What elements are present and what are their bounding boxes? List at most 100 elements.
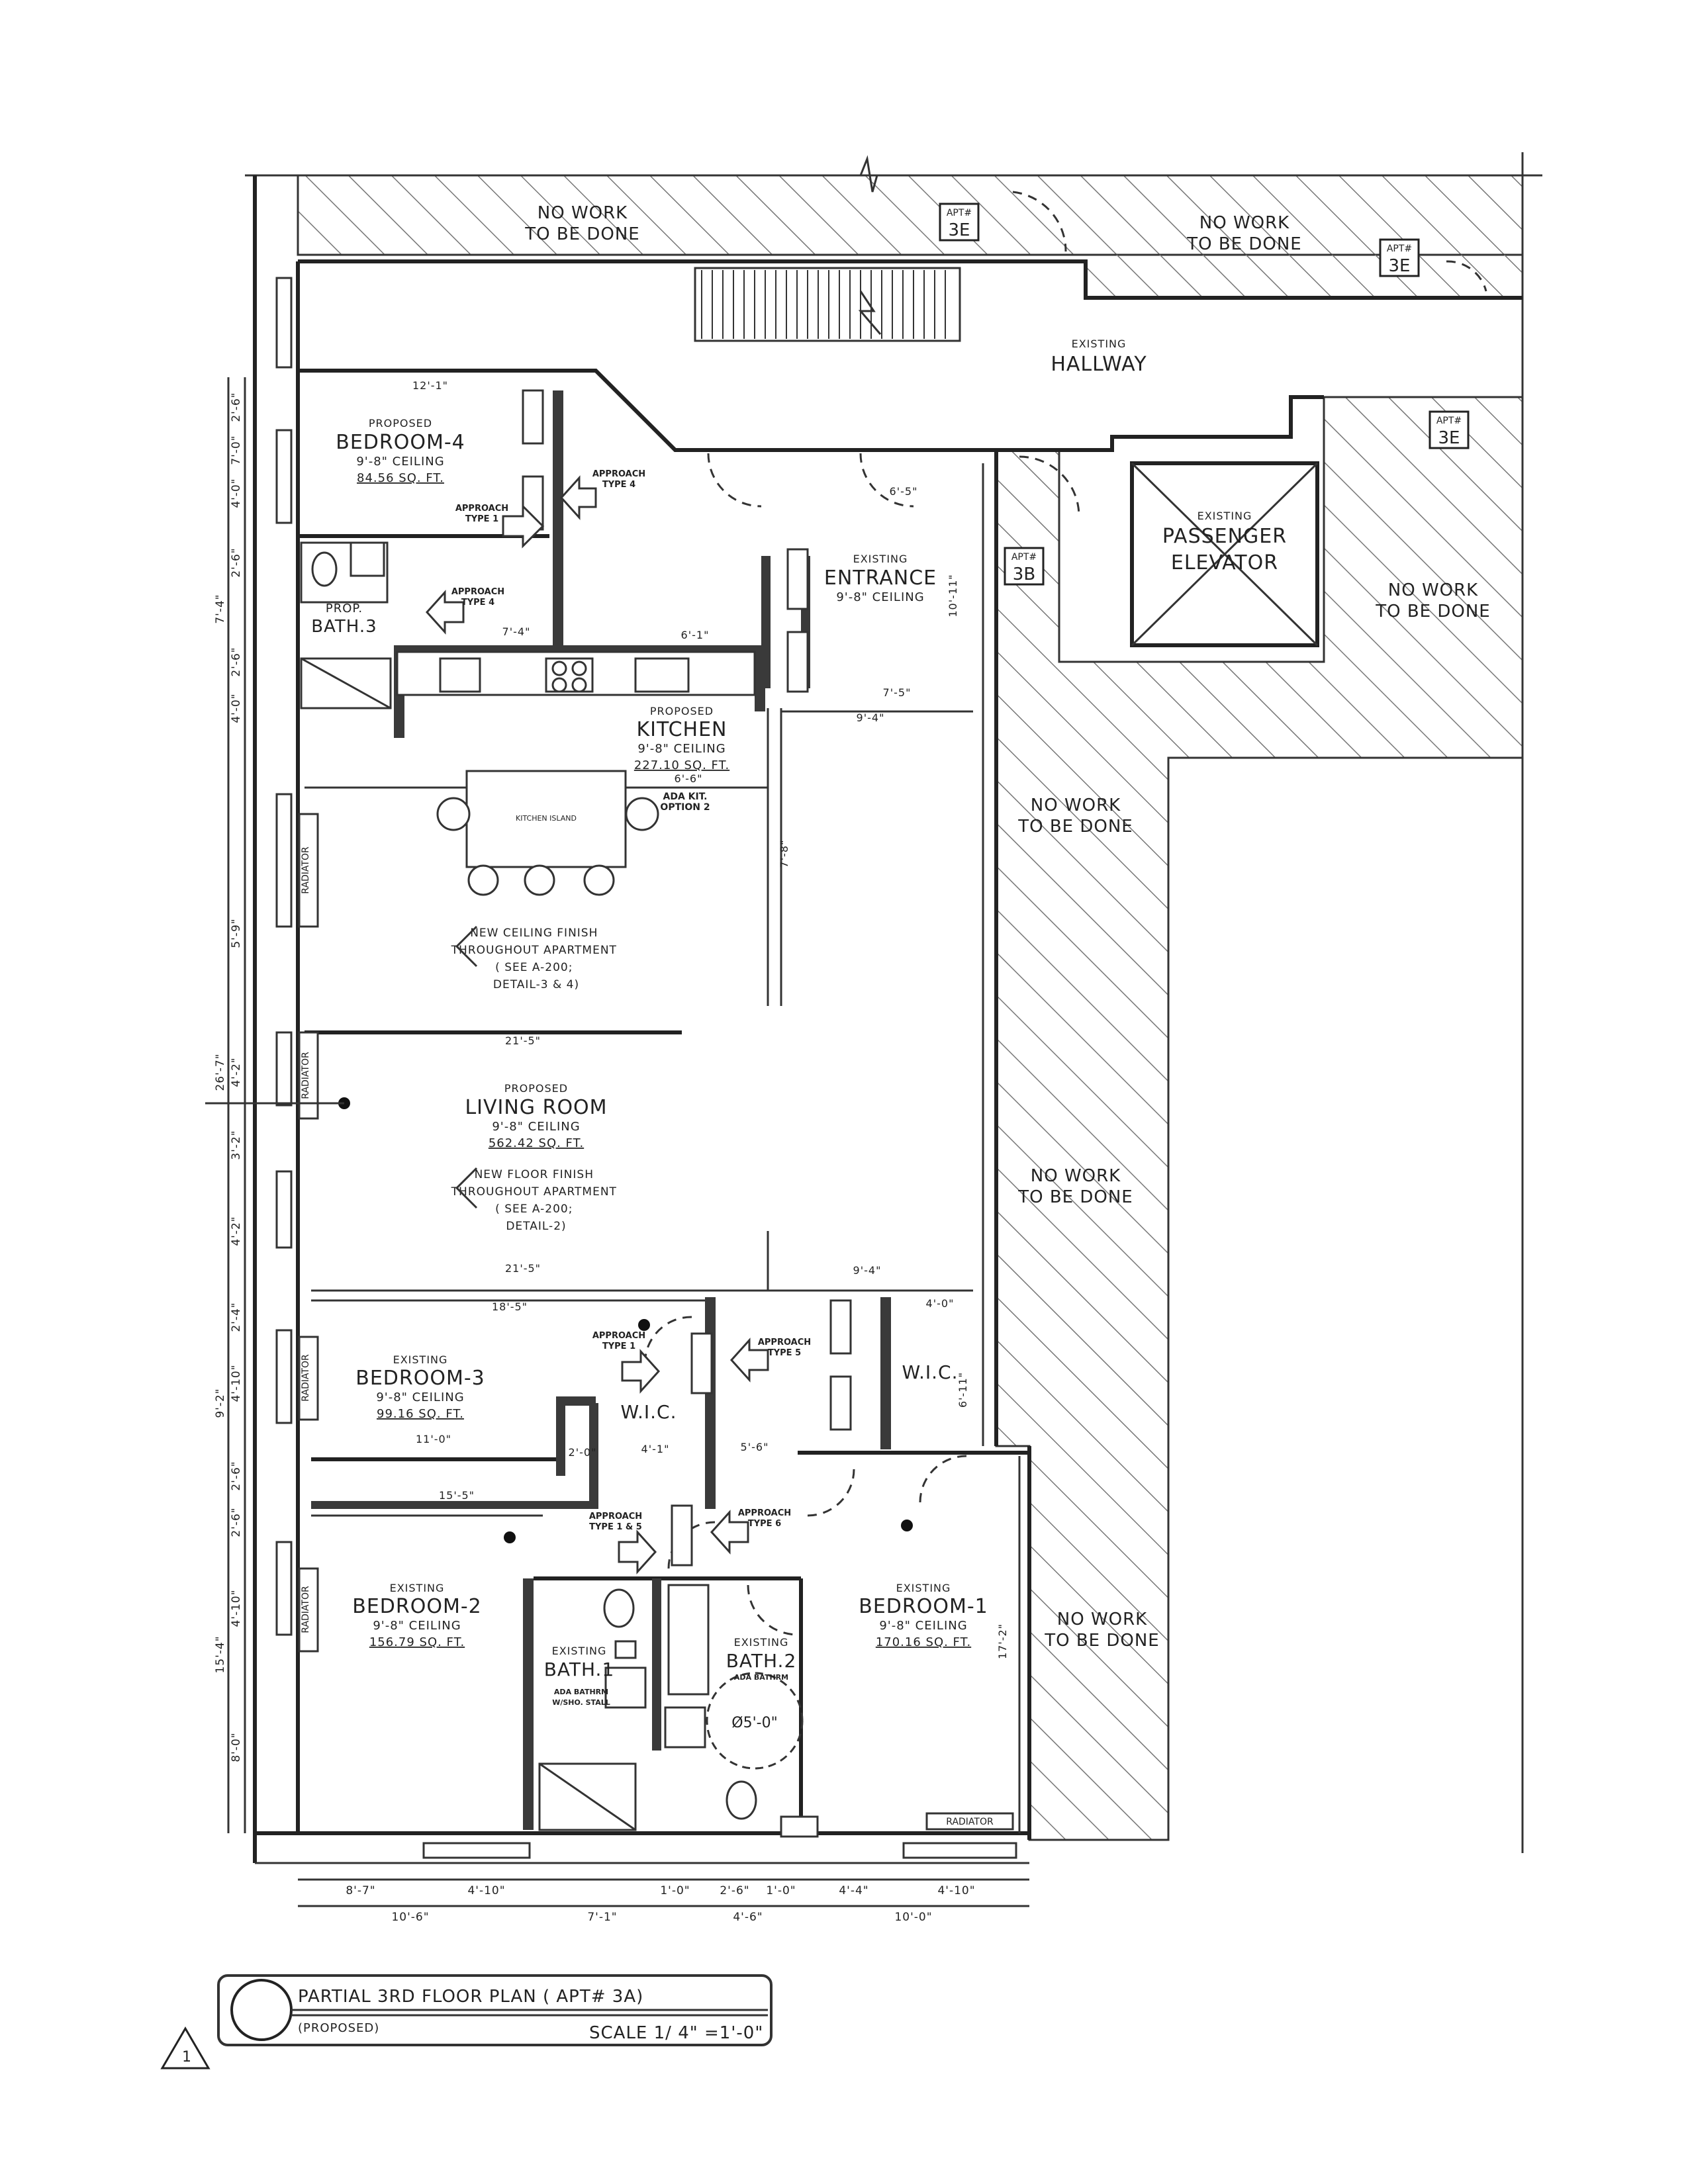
apt-tag-label: APT#	[1387, 244, 1412, 254]
stool	[467, 864, 499, 896]
stair	[694, 267, 961, 342]
stool	[524, 864, 555, 896]
svg-text:PROPOSED: PROPOSED	[369, 417, 432, 430]
room-bedroom-3: EXISTING BEDROOM-3 9'-8" CEILING 99.16 S…	[355, 1353, 485, 1421]
toilet	[603, 1588, 635, 1628]
dimension-label: 4'-10"	[937, 1884, 975, 1897]
dimension-label: 2'-6"	[230, 1461, 243, 1490]
approach-arrow	[559, 475, 597, 520]
svg-text:99.16 SQ. FT.: 99.16 SQ. FT.	[377, 1407, 464, 1421]
svg-text:BATH.2: BATH.2	[726, 1650, 797, 1672]
room-entrance: EXISTING ENTRANCE 9'-8" CEILING	[824, 553, 936, 604]
svg-text:EXISTING: EXISTING	[1072, 338, 1127, 350]
dimension-label: 10'-0"	[894, 1911, 932, 1924]
room-bedroom-4: PROPOSED BEDROOM-4 9'-8" CEILING 84.56 S…	[336, 417, 465, 485]
svg-text:EXISTING: EXISTING	[853, 553, 908, 565]
title-block: PARTIAL 3RD FLOOR PLAN ( APT# 3A) (PROPO…	[160, 1974, 773, 2070]
dimension-label: 6'-5"	[890, 485, 918, 498]
approach-arrow	[621, 1349, 661, 1394]
room-bedroom-2: EXISTING BEDROOM-2 9'-8" CEILING 156.79 …	[352, 1582, 482, 1649]
radiator: RADIATOR	[298, 813, 319, 928]
radiator: RADIATOR	[925, 1812, 1014, 1831]
apt-tag-number: 3E	[949, 220, 970, 240]
dimension-label: 9'-2"	[214, 1388, 227, 1418]
dimension-label: 4'-0"	[230, 478, 243, 508]
dimension-label: 12'-1"	[412, 379, 448, 392]
dimension-label: 26'-7"	[214, 1053, 227, 1091]
svg-text:9'-8" CEILING: 9'-8" CEILING	[356, 455, 444, 469]
svg-text:BATH.3: BATH.3	[311, 617, 377, 637]
dimension-label: 8'-7"	[346, 1884, 375, 1897]
radiators: RADIATOR RADIATOR RADIATOR RADIATOR RADI…	[298, 813, 1014, 1831]
dimension-label: 2'-0"	[569, 1446, 597, 1459]
apt-tag-label: APT#	[1436, 416, 1462, 426]
dims-bottom-1: 8'-7"4'-10"1'-0"2'-6"1'-0"4'-4"4'-10"	[346, 1884, 975, 1897]
svg-text:84.56 SQ. FT.: 84.56 SQ. FT.	[357, 471, 444, 485]
dimension-label: 7'-8"	[778, 840, 790, 868]
elevator-label-2: ELEVATOR	[1171, 551, 1278, 574]
dims-misc: 12'-1"7'-4"6'-1"6'-5"7'-5"9'-4"10'-11"7'…	[412, 379, 1009, 1659]
ada-kitchen-label: ADA KIT.OPTION 2	[660, 792, 710, 813]
dimension-label: 7'-5"	[883, 686, 912, 699]
dimension-label: 4'-10"	[230, 1589, 243, 1627]
apt-tag-number: 3B	[1013, 565, 1035, 584]
approach-arrow	[729, 1338, 769, 1383]
dimension-label: 2'-6"	[230, 1507, 243, 1537]
svg-text:BEDROOM-1: BEDROOM-1	[859, 1595, 988, 1618]
dimension-label: 5'-9"	[230, 918, 243, 948]
dimension-label: 7'-4"	[502, 625, 531, 638]
svg-text:PROPOSED: PROPOSED	[504, 1082, 568, 1095]
approach-arrow	[425, 590, 465, 635]
room-bath-2: EXISTING BATH.2 ADA BATHRM	[726, 1636, 797, 1682]
apt-tag-3e-1: APT# 3E	[939, 203, 980, 242]
room-labels: EXISTING HALLWAY PROPOSED BEDROOM-4 9'-8…	[311, 338, 1147, 1707]
dimension-label: 7'-4"	[214, 594, 227, 623]
svg-text:RADIATOR: RADIATOR	[301, 1052, 311, 1099]
svg-text:EXISTING: EXISTING	[552, 1645, 607, 1657]
svg-text:170.16 SQ. FT.: 170.16 SQ. FT.	[876, 1635, 971, 1649]
section-triangle	[160, 2026, 211, 2070]
title-block-subtitle: (PROPOSED)	[298, 2021, 379, 2035]
dimension-label: 1'-0"	[766, 1884, 796, 1897]
svg-text:RADIATOR: RADIATOR	[301, 846, 311, 894]
no-work-area-top-right	[1086, 255, 1523, 298]
svg-text:BEDROOM-2: BEDROOM-2	[352, 1595, 482, 1618]
dimension-label: 2'-6"	[230, 547, 243, 577]
apt-tag-number: 3E	[1438, 428, 1460, 448]
apt-tag-3b: APT# 3B	[1004, 547, 1045, 586]
stool	[436, 797, 471, 831]
stool	[583, 864, 615, 896]
dimension-label: 15'-4"	[214, 1635, 227, 1673]
dimension-label: 6'-6"	[675, 772, 703, 785]
dimension-label: 7'-0"	[230, 435, 243, 465]
svg-text:227.10 SQ. FT.: 227.10 SQ. FT.	[634, 758, 729, 772]
dimension-label: 5'-6"	[741, 1441, 769, 1453]
elevator-label-1: PASSENGER	[1162, 525, 1287, 548]
finish-notes: NEW CEILING FINISH THROUGHOUT APARTMENT …	[451, 925, 622, 1233]
dimension-label: 2'-6"	[230, 647, 243, 676]
dimension-label: 8'-0"	[230, 1732, 243, 1762]
svg-text:EXISTING: EXISTING	[393, 1353, 448, 1366]
kitchen-island-label: KITCHEN ISLAND	[516, 814, 577, 823]
svg-text:EXISTING: EXISTING	[390, 1582, 445, 1594]
svg-text:HALLWAY: HALLWAY	[1051, 353, 1147, 376]
dimension-label: 21'-5"	[505, 1262, 541, 1275]
dimension-label: 2'-4"	[230, 1302, 243, 1332]
title-block-title: PARTIAL 3RD FLOOR PLAN ( APT# 3A)	[298, 1987, 643, 2007]
dimension-label: 4'-1"	[641, 1443, 670, 1455]
svg-text:9'-8" CEILING: 9'-8" CEILING	[637, 742, 726, 756]
turning-circle-label: Ø5'-0"	[731, 1715, 777, 1731]
apt-tag-label: APT#	[1011, 552, 1037, 563]
ceiling-finish-note: NEW CEILING FINISH THROUGHOUT APARTMENT …	[451, 927, 622, 991]
dimension-label: 10'-11"	[947, 574, 959, 617]
toilet	[311, 551, 338, 587]
dimension-label: 4'-6"	[733, 1911, 763, 1924]
